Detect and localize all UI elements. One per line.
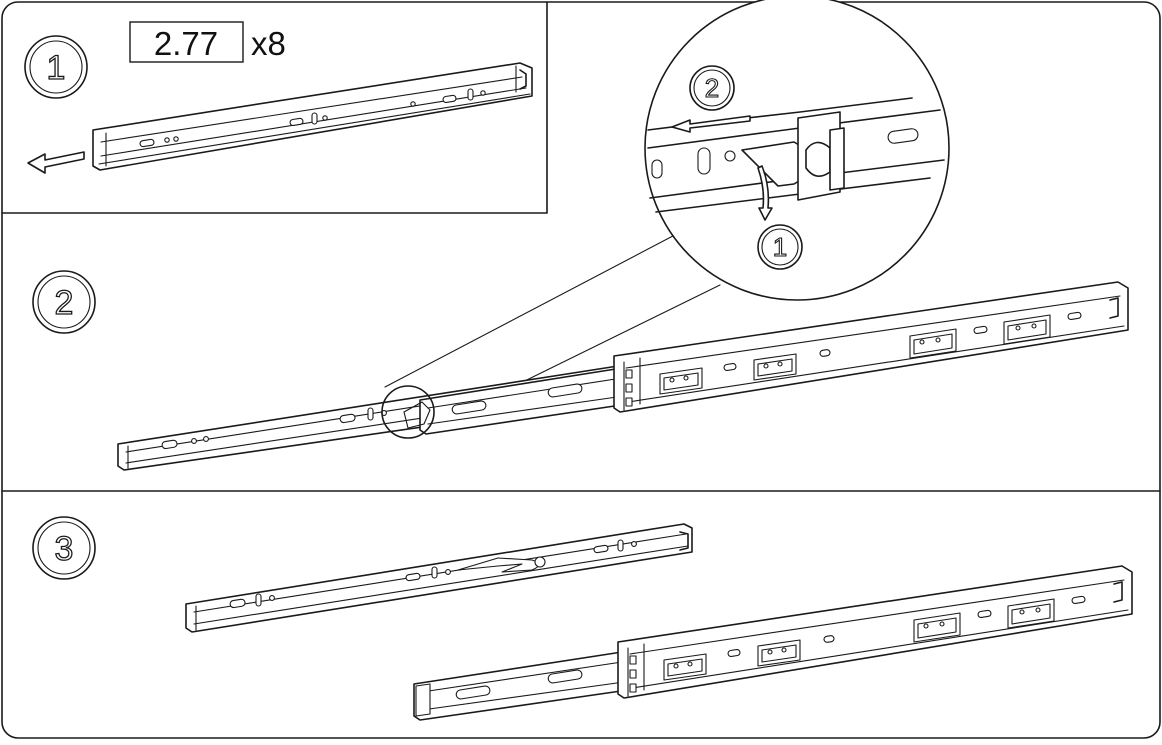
slide-rail-closed [92, 62, 533, 171]
detail-step-1-badge: 1 [757, 224, 803, 270]
detail-step-2-number: 2 [705, 73, 719, 103]
detail-step-1-number: 1 [773, 232, 787, 262]
step-3-number: 3 [55, 530, 74, 568]
zoom-line-upper [384, 226, 691, 388]
step-2-number: 2 [55, 284, 74, 322]
step-1-number: 1 [47, 49, 66, 87]
step-3-badge: 3 [32, 516, 96, 580]
step-2-badge: 2 [32, 270, 96, 334]
detail-step-2-badge: 2 [689, 65, 735, 111]
detached-inner-member [185, 523, 693, 633]
screw-spec-label: 2.77 [154, 25, 218, 62]
pull-direction-arrow [27, 151, 85, 174]
slide-rail-outer-member [613, 281, 1129, 413]
remaining-middle-member [413, 651, 629, 721]
panel1-border [1, 1, 548, 214]
panel2: 2 [32, 0, 1129, 471]
screw-quantity-label: x8 [251, 25, 286, 62]
screw-callout: 2.77 x8 [129, 21, 286, 63]
detail-marker-circle [381, 385, 435, 439]
pull-arrow [671, 115, 751, 133]
remaining-outer-member [617, 565, 1133, 699]
panel1: 1 2.77 x8 [24, 21, 533, 174]
step-1-badge: 1 [24, 35, 88, 99]
press-arrow [757, 165, 773, 221]
panel3: 3 [32, 516, 1133, 721]
magnified-detail: 2 1 [644, 0, 950, 301]
